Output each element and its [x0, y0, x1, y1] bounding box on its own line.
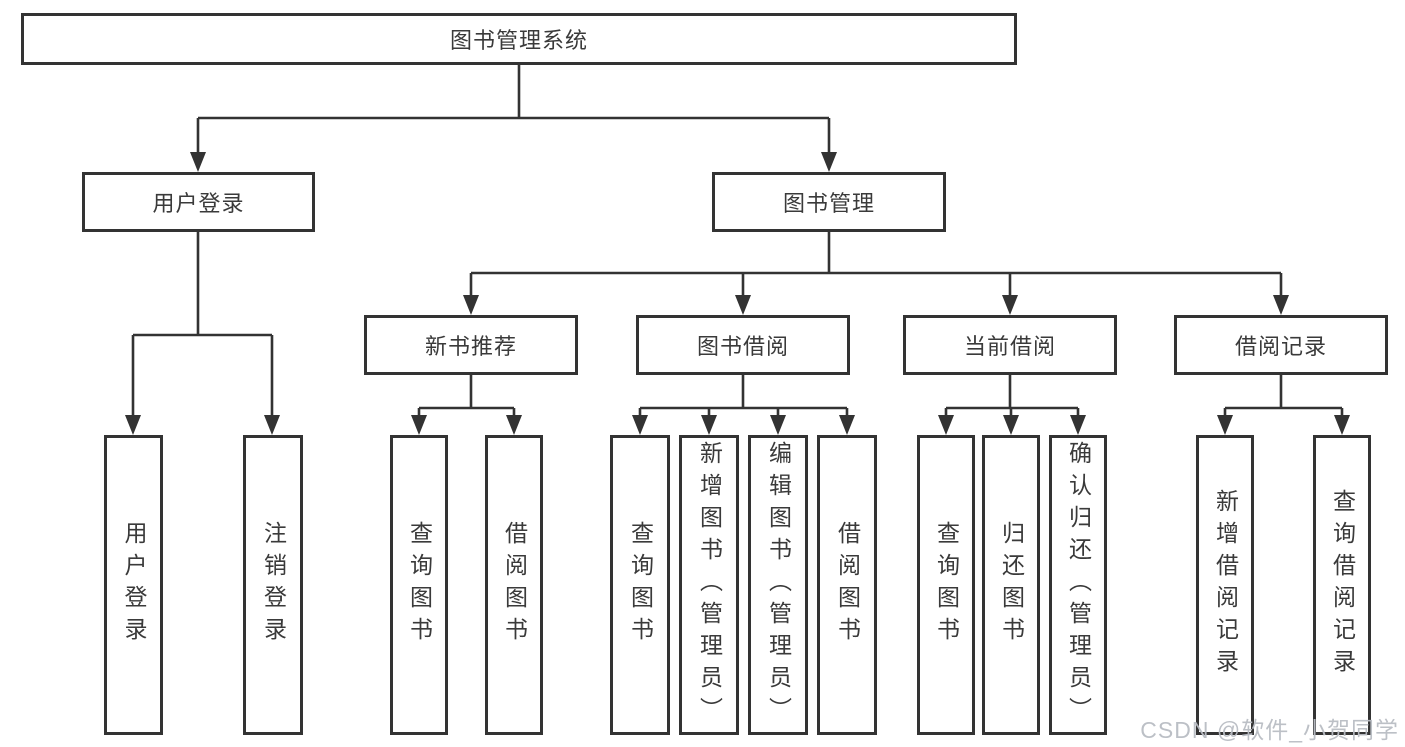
node-label: 图书借阅 [696, 334, 789, 359]
leaf-label: 借阅图书 [834, 521, 861, 649]
leaf-label: 查询图书 [406, 521, 433, 649]
leaf-borrow-books-borrowing: 借阅图书 [817, 435, 877, 735]
node-new-book-recommendation: 新书推荐 [364, 315, 578, 375]
leaf-label: 新增图书（管理员） [696, 441, 723, 729]
leaf-edit-books-admin: 编辑图书（管理员） [748, 435, 808, 735]
node-book-management: 图书管理 [712, 172, 946, 232]
leaf-label: 查询图书 [933, 521, 960, 649]
leaf-label: 编辑图书（管理员） [765, 441, 792, 729]
leaf-label: 借阅图书 [501, 521, 528, 649]
node-library-system: 图书管理系统 [21, 13, 1017, 65]
leaf-label: 查询借阅记录 [1329, 489, 1356, 681]
leaf-query-books-current: 查询图书 [917, 435, 975, 735]
leaf-add-books-admin: 新增图书（管理员） [679, 435, 739, 735]
leaf-label: 确认归还（管理员） [1065, 441, 1092, 729]
leaf-add-borrow-record: 新增借阅记录 [1196, 435, 1254, 735]
node-borrowing-records: 借阅记录 [1174, 315, 1388, 375]
node-current-borrowing: 当前借阅 [903, 315, 1117, 375]
leaf-confirm-return-admin: 确认归还（管理员） [1049, 435, 1107, 735]
leaf-borrow-books-recommend: 借阅图书 [485, 435, 543, 735]
node-label: 当前借阅 [963, 334, 1056, 359]
node-label: 图书管理 [782, 191, 875, 216]
leaf-label: 归还图书 [998, 521, 1025, 649]
arrowhead-icons [125, 152, 1350, 435]
leaf-label: 查询图书 [627, 521, 654, 649]
node-label: 新书推荐 [424, 334, 517, 359]
leaf-user-login: 用户登录 [104, 435, 163, 735]
leaf-query-books-recommend: 查询图书 [390, 435, 448, 735]
node-label: 图书管理系统 [449, 28, 588, 53]
leaf-query-borrow-record: 查询借阅记录 [1313, 435, 1371, 735]
leaf-query-books-borrowing: 查询图书 [610, 435, 670, 735]
watermark-text: CSDN @软件_小贺同学 [1140, 717, 1399, 743]
leaf-label: 注销登录 [260, 521, 287, 649]
leaf-label: 用户登录 [121, 521, 147, 649]
leaf-return-books: 归还图书 [982, 435, 1040, 735]
leaf-logout: 注销登录 [243, 435, 303, 735]
node-book-borrowing: 图书借阅 [636, 315, 850, 375]
node-label: 借阅记录 [1234, 334, 1327, 359]
leaf-label: 新增借阅记录 [1212, 489, 1239, 681]
node-user-login: 用户登录 [82, 172, 315, 232]
node-label: 用户登录 [152, 191, 245, 216]
